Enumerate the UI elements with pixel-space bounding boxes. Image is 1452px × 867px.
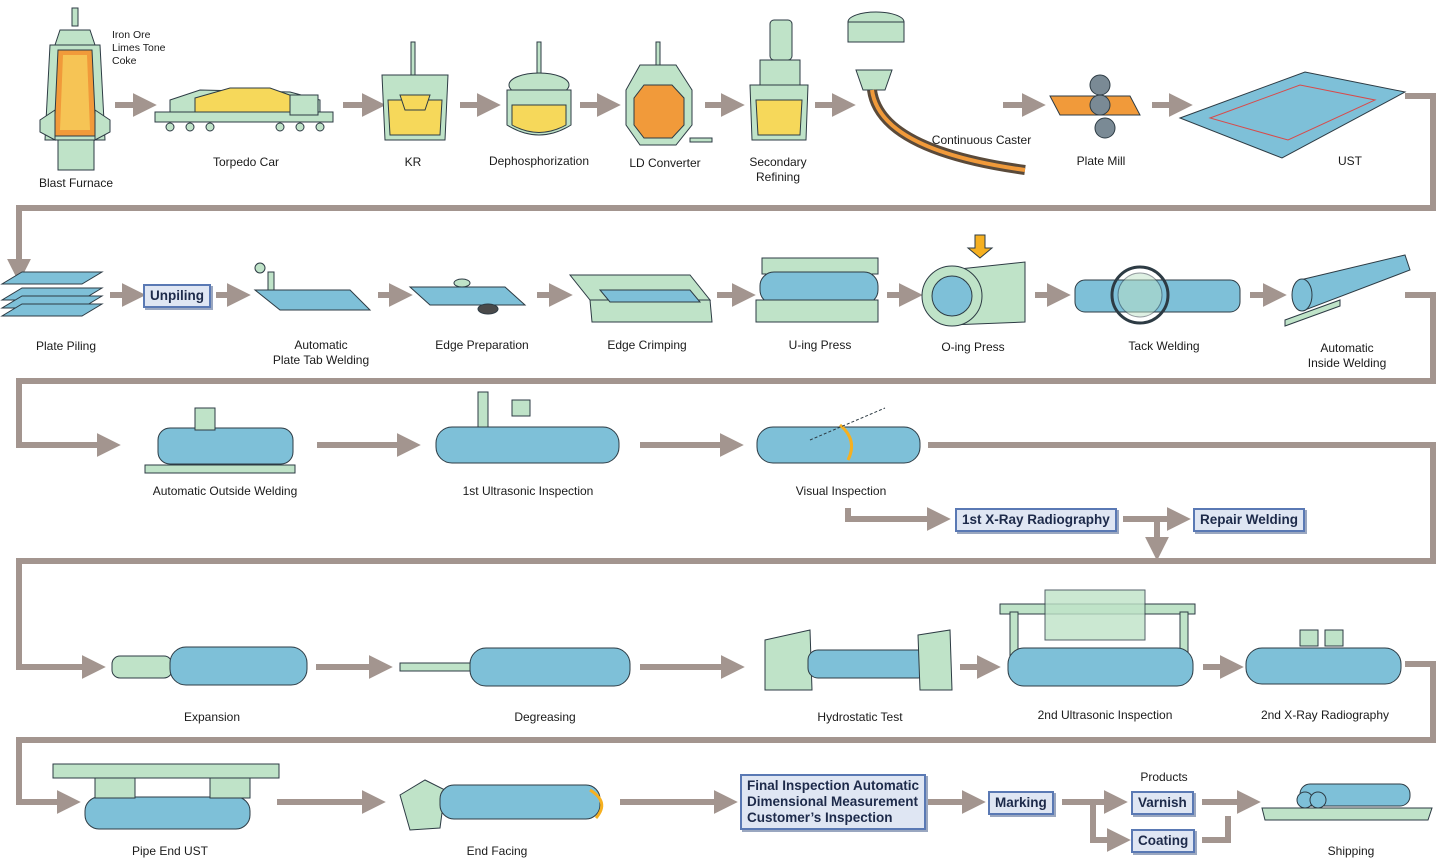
plate-mill-icon [1049,74,1141,139]
label-xray2: 2nd X-Ray Radiography [1260,708,1390,722]
label-torpedo-car: Torpedo Car [212,155,280,169]
plate-piling-icon [0,271,104,317]
ld-converter-icon [625,41,713,146]
secondary-refining-icon [749,19,809,141]
box-final-inspection: Final Inspection Automatic Dimensional M… [740,774,927,830]
expansion-icon [111,646,308,686]
label-degreasing: Degreasing [514,710,576,724]
label-limestone: Limes Tone [112,42,166,54]
flow-connector [16,661,1436,814]
ut1-icon [435,391,620,464]
blast-furnace-icon [39,7,111,171]
label-end-facing: End Facing [466,844,528,858]
shipping-icon [1261,783,1433,821]
box-repair-welding: Repair Welding [1193,508,1306,532]
box-varnish: Varnish [1131,791,1194,815]
label-products: Products [1140,770,1188,784]
outside-welding-icon [144,407,296,474]
label-coke: Coke [112,55,137,67]
dephosphorization-icon [506,41,572,136]
label-ut1: 1st Ultrasonic Inspection [462,484,594,498]
label-o-ing-press: O-ing Press [941,340,1005,354]
label-kr: KR [404,155,422,169]
plate-tab-welding-icon [253,262,372,311]
edge-preparation-icon [408,278,527,315]
label-expansion: Expansion [183,710,241,724]
degreasing-icon [399,647,631,687]
label-secondary-2: Refining [755,170,801,184]
box-marking: Marking [988,791,1054,815]
label-continuous-caster: Continuous Caster [931,133,1032,147]
label-plate-mill: Plate Mill [1076,154,1126,168]
label-edge-preparation: Edge Preparation [435,338,529,352]
hydrostatic-test-icon [764,629,953,691]
end-facing-icon [399,779,604,831]
u-ing-press-icon [755,257,879,323]
label-dephosphorization: Dephosphorization [488,154,590,168]
label-pipe-end-ust: Pipe End UST [131,844,209,858]
pipe-end-ust-icon [52,763,280,830]
tack-welding-icon [1074,265,1241,325]
flow-arrow [845,507,951,531]
flow-connector [16,442,1436,679]
o-ing-press-icon [921,234,1026,327]
flow-connector [7,93,1436,283]
flow-connector [16,292,1436,457]
label-ust: UST [1338,154,1362,168]
flow-arrows [7,93,1436,852]
final-inspection-line-1: Final Inspection Automatic [747,778,920,793]
box-coating: Coating [1131,829,1196,853]
continuous-caster-icon [847,11,1026,175]
label-shipping: Shipping [1327,844,1375,858]
final-inspection-line-2: Dimensional Measurement [747,794,919,809]
torpedo-car-icon [154,87,334,132]
flow-arrow [1090,802,1131,852]
label-ut2: 2nd Ultrasonic Inspection [1037,708,1173,722]
box-unpiling: Unpiling [143,284,211,308]
label-inside-welding-2: Inside Welding [1307,356,1387,370]
label-ld-converter: LD Converter [629,156,701,170]
label-tab-welding-1: Automatic [294,338,348,352]
label-u-ing-press: U-ing Press [788,338,852,352]
label-blast-furnace: Blast Furnace [38,176,114,190]
inside-welding-icon [1284,254,1411,327]
label-plate-piling: Plate Piling [35,339,97,353]
label-outside-welding: Automatic Outside Welding [152,484,298,498]
label-tack-welding: Tack Welding [1128,339,1200,353]
kr-ladle-icon [381,41,449,141]
ust-plate-icon [1178,71,1407,159]
flow-arrow [1202,816,1231,843]
xray2-icon [1245,629,1402,685]
label-visual-inspection: Visual Inspection [795,484,887,498]
ut2-icon [999,589,1196,687]
edge-crimping-icon [568,274,713,323]
label-hydrostatic-test: Hydrostatic Test [817,710,903,724]
label-iron-ore: Iron Ore [112,29,151,41]
label-edge-crimping: Edge Crimping [607,338,687,352]
label-secondary-1: Secondary [749,155,807,169]
label-inside-welding-1: Automatic [1320,341,1374,355]
label-tab-welding-2: Plate Tab Welding [272,353,370,367]
final-inspection-line-3: Customer’s Inspection [747,810,893,825]
visual-inspection-icon [756,407,921,464]
box-1st-xray-radiography: 1st X-Ray Radiography [955,508,1117,532]
